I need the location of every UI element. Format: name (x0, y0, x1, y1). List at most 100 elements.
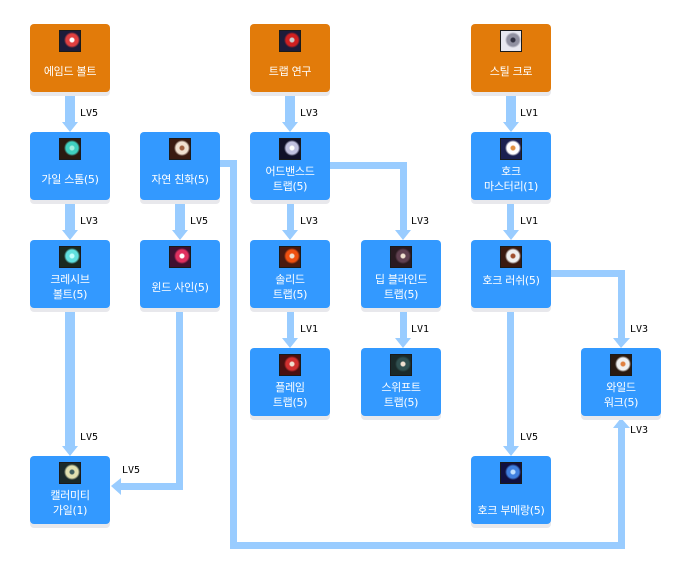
node-label: 스위프트 트랩(5) (381, 381, 421, 409)
hawk-boomerang-icon (500, 462, 522, 484)
level-label: LV1 (520, 108, 539, 119)
connector-gale-storm-crash-bolt (65, 203, 75, 230)
node-label: 솔리드 트랩(5) (272, 273, 308, 301)
node-calamity-gale[interactable]: 캘러미티 가일(1) (30, 456, 110, 524)
connector-hawk-rush-wild-walk-h (551, 270, 625, 277)
advanced-trap-icon (279, 138, 301, 160)
connector-advanced-trap-deep-blind-trap-v (400, 162, 407, 230)
connector-hawk-rush-wild-walk-v (618, 270, 625, 338)
node-crash-bolt[interactable]: 크레시브 볼트(5) (30, 240, 110, 308)
arrowhead (503, 230, 519, 240)
connector-wind-sign-calamity-gale-horizontal (121, 483, 183, 490)
node-label: 딥 블라인드 트랩(5) (374, 273, 428, 301)
hawk-mastery-icon (500, 138, 522, 160)
level-label: LV1 (300, 324, 319, 335)
arrowhead (172, 230, 188, 240)
level-label: LV3 (300, 216, 319, 227)
nature-affinity-icon (169, 138, 191, 160)
wild-walk-icon (610, 354, 632, 376)
node-flame-trap[interactable]: 플레임 트랩(5) (250, 348, 330, 416)
level-label: LV1 (411, 324, 430, 335)
level-label: LV3 (300, 108, 319, 119)
steel-claw-icon (500, 30, 522, 52)
node-steel-claw[interactable]: 스틸 크로 (471, 24, 551, 92)
node-wind-sign[interactable]: 윈드 사인(5) (140, 240, 220, 308)
connector-advanced-trap-deep-blind-trap-h (330, 162, 407, 169)
arrowhead (62, 230, 78, 240)
node-label: 호크 마스터리(1) (484, 165, 538, 193)
hawk-rush-icon (500, 246, 522, 268)
level-label: LV5 (190, 216, 209, 227)
arrowhead (62, 122, 78, 132)
connector-nature-affinity-wind-sign (175, 203, 185, 230)
level-label: LV3 (630, 324, 649, 335)
level-label: LV5 (80, 108, 99, 119)
node-label: 어드밴스드 트랩(5) (265, 165, 315, 193)
level-label: LV3 (80, 216, 99, 227)
connector-crash-bolt-calamity-gale (65, 311, 75, 446)
connector-deep-blind-trap-swift-trap (400, 311, 407, 338)
node-label: 호크 러쉬(5) (482, 273, 540, 287)
node-trap-research[interactable]: 트랩 연구 (250, 24, 330, 92)
node-solid-trap[interactable]: 솔리드 트랩(5) (250, 240, 330, 308)
node-label: 플레임 트랩(5) (272, 381, 308, 409)
arrowhead (282, 122, 298, 132)
arrowhead (613, 338, 630, 348)
connector-nature-affinity-wild-walk-v1 (230, 160, 237, 549)
node-advanced-trap[interactable]: 어드밴스드 트랩(5) (250, 132, 330, 200)
level-label: LV5 (122, 465, 141, 476)
aimed-bolt-icon (59, 30, 81, 52)
connector-hawk-rush-hawk-boomerang (507, 311, 514, 446)
node-nature-affinity[interactable]: 자연 친화(5) (140, 132, 220, 200)
node-label: 윈드 사인(5) (151, 280, 209, 294)
node-label: 스틸 크로 (489, 64, 533, 78)
arrowhead (503, 122, 519, 132)
level-label: LV3 (411, 216, 430, 227)
arrowhead (62, 446, 78, 456)
node-label: 에임드 볼트 (43, 64, 97, 78)
node-label: 캘러미티 가일(1) (50, 489, 90, 517)
arrowhead (282, 230, 298, 240)
connector-nature-affinity-wild-walk-v2 (618, 428, 625, 549)
connector-aimed-bolt-gale-storm (65, 95, 75, 122)
connector-trap-research-advanced-trap (285, 95, 295, 122)
node-label: 크레시브 볼트(5) (50, 273, 90, 301)
gale-storm-icon (59, 138, 81, 160)
connector-hawk-mastery-hawk-rush (507, 203, 514, 230)
node-hawk-rush[interactable]: 호크 러쉬(5) (471, 240, 551, 308)
level-label: LV3 (630, 425, 649, 436)
node-label: 트랩 연구 (268, 64, 312, 78)
node-hawk-boomerang[interactable]: 호크 부메랑(5) (471, 456, 551, 524)
node-wild-walk[interactable]: 와일드 워크(5) (581, 348, 661, 416)
connector-steel-claw-hawk-mastery (506, 95, 516, 122)
connector-nature-affinity-wild-walk-h2 (230, 542, 625, 549)
trap-research-icon (279, 30, 301, 52)
node-deep-blind-trap[interactable]: 딥 블라인드 트랩(5) (361, 240, 441, 308)
arrowhead (111, 478, 121, 495)
node-label: 자연 친화(5) (151, 172, 209, 186)
arrowhead (282, 338, 298, 348)
node-swift-trap[interactable]: 스위프트 트랩(5) (361, 348, 441, 416)
node-hawk-mastery[interactable]: 호크 마스터리(1) (471, 132, 551, 200)
swift-trap-icon (390, 354, 412, 376)
node-aimed-bolt[interactable]: 에임드 볼트 (30, 24, 110, 92)
node-label: 와일드 워크(5) (603, 381, 639, 409)
node-label: 가일 스톰(5) (41, 172, 99, 186)
arrowhead (395, 338, 411, 348)
level-label: LV1 (520, 216, 539, 227)
solid-trap-icon (279, 246, 301, 268)
crash-bolt-icon (59, 246, 81, 268)
node-label: 호크 부메랑(5) (477, 503, 545, 517)
flame-trap-icon (279, 354, 301, 376)
connector-nature-affinity-wild-walk-h1 (220, 160, 237, 167)
connector-solid-trap-flame-trap (287, 311, 294, 338)
arrowhead (613, 418, 630, 428)
level-label: LV5 (520, 432, 539, 443)
connector-wind-sign-calamity-gale (176, 311, 183, 490)
arrowhead (503, 446, 519, 456)
deep-blind-trap-icon (390, 246, 412, 268)
node-gale-storm[interactable]: 가일 스톰(5) (30, 132, 110, 200)
level-label: LV5 (80, 432, 99, 443)
